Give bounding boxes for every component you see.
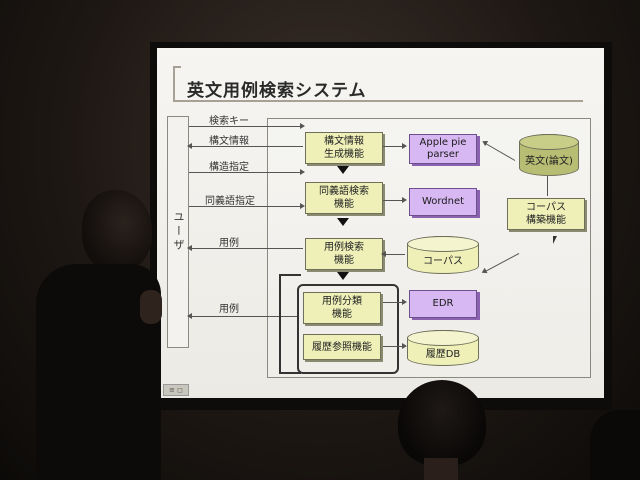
corpus-database: コーパス: [407, 236, 479, 274]
label-search-key: 検索キー: [209, 116, 249, 127]
classify-history-group: [297, 284, 399, 374]
history-database: 履歴DB: [407, 330, 479, 366]
presenter-head: [82, 190, 152, 272]
link-paper-to-builder: [547, 176, 548, 196]
title-bracket-decoration: [173, 66, 181, 102]
corpus-build-function: コーパス 構築機能: [507, 198, 585, 230]
arrow-to-edr: [383, 299, 407, 305]
flow-arrow-1: [337, 166, 349, 174]
presenter-hand: [140, 290, 162, 324]
label-example-1: 用例: [219, 238, 239, 249]
label-example-2: 用例: [219, 304, 239, 315]
slide-title: 英文用例検索システム: [187, 81, 367, 101]
audience-head: [398, 380, 486, 466]
history-db-label: 履歴DB: [425, 348, 461, 360]
slide-menu-icon: ≡ ◻: [163, 384, 189, 396]
english-paper-database: 英文(論文): [519, 134, 579, 176]
label-synonym-spec: 同義語指定: [205, 196, 255, 207]
arrow-to-history-db: [383, 343, 407, 349]
edr-resource: EDR: [409, 290, 477, 318]
arrow-example-1: [187, 245, 303, 251]
projected-slide: 英文用例検索システム ユーザ 検索キー 構文情報 構造指定 同義語指定 用例 用…: [157, 48, 604, 398]
apple-pie-parser-resource: Apple pie parser: [409, 134, 477, 164]
wordnet-resource: Wordnet: [409, 188, 477, 216]
flow-arrow-3: [337, 272, 349, 280]
mouse-cursor: [553, 236, 557, 244]
arrow-structure-spec: [189, 169, 305, 175]
audience-member-silhouette: [398, 380, 488, 480]
example-classify-function: 用例分類 機能: [303, 292, 381, 324]
arrow-to-parser: [383, 143, 407, 149]
syntax-gen-function: 構文情報 生成機能: [305, 132, 383, 164]
user-box: ユーザ: [167, 116, 189, 348]
flow-arrow-2: [337, 218, 349, 226]
corpus-label: コーパス: [423, 255, 463, 267]
history-ref-function: 履歴参照機能: [303, 334, 381, 360]
example-search-function: 用例検索 機能: [305, 238, 383, 270]
synonym-search-function: 同義語検索 機能: [305, 182, 383, 214]
feedback-loop-line: [279, 274, 301, 374]
arrow-synonym-spec: [189, 203, 305, 209]
audience-shadow-right: [590, 410, 640, 480]
arrow-from-corpus: [381, 251, 405, 257]
title-underline: [173, 100, 583, 102]
label-syntax-info: 構文情報: [209, 136, 249, 147]
arrow-search-key: [189, 123, 305, 129]
arrow-syntax-info: [187, 143, 303, 149]
arrow-example-2: [187, 313, 299, 319]
english-paper-label: 英文(論文): [525, 155, 573, 167]
presenter-silhouette: [36, 190, 176, 480]
arrow-to-wordnet: [383, 197, 407, 203]
audience-neck: [424, 458, 458, 480]
user-label: ユーザ: [172, 211, 185, 253]
label-structure-spec: 構造指定: [209, 162, 249, 173]
